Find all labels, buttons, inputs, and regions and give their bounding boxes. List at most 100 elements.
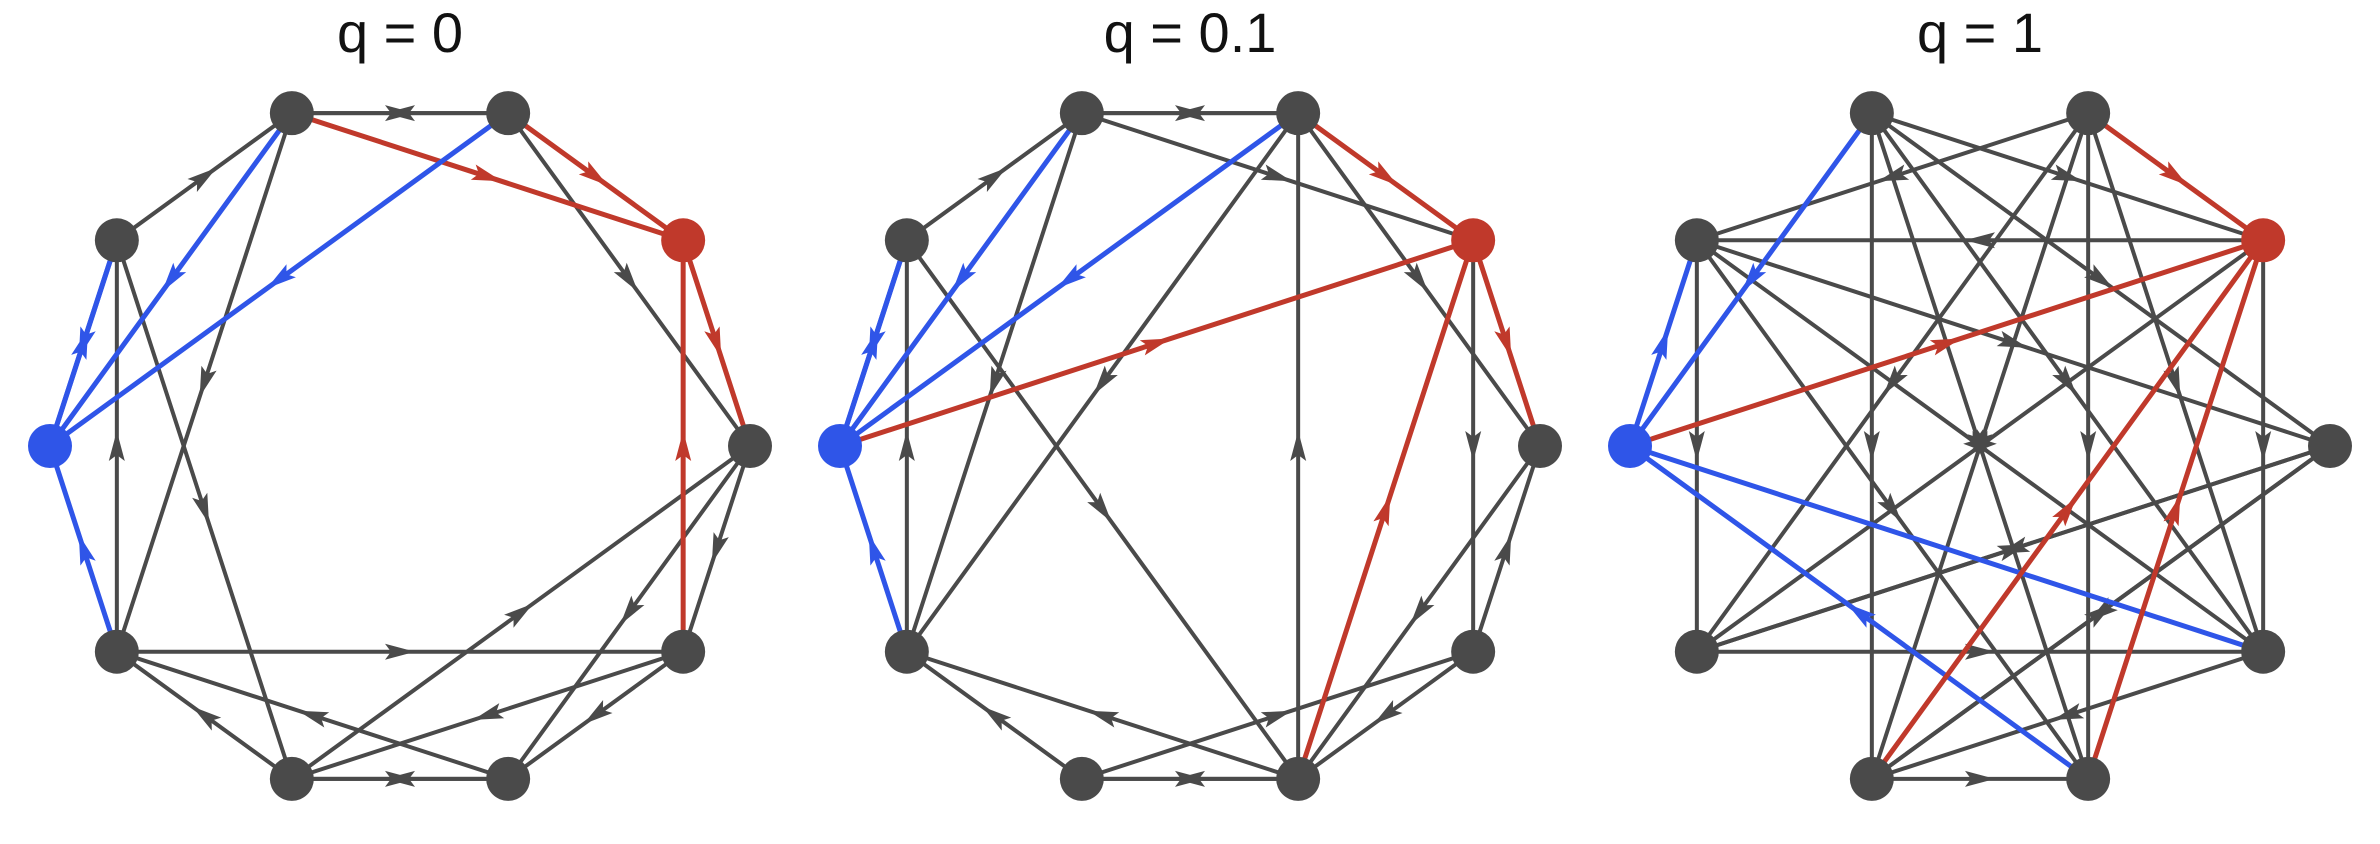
arrowhead-0-to-8 xyxy=(1742,262,1767,292)
arrowhead-5-to-8 xyxy=(1846,603,1876,628)
arrowhead-4-to-5 xyxy=(583,700,613,725)
panel-title: q = 0 xyxy=(337,1,463,64)
node-0 xyxy=(1849,91,1894,136)
edge-8-to-4 xyxy=(1627,443,2266,655)
arrowhead-1-to-2 xyxy=(2158,161,2188,186)
arrowhead-9-to-5 xyxy=(1877,492,1902,522)
node-3 xyxy=(1518,424,1562,468)
node-layer xyxy=(28,91,772,801)
arrowhead-6-to-3 xyxy=(2084,603,2114,628)
node-2 xyxy=(1451,218,1496,263)
arrowhead-0-to-7 xyxy=(199,365,217,397)
arrowhead-4-to-3 xyxy=(1494,534,1512,566)
node-8 xyxy=(1608,424,1652,468)
arrowhead-5-to-2 xyxy=(2163,495,2181,527)
arrowhead-8-to-2 xyxy=(1139,338,1171,356)
arrowhead-6-to-5 xyxy=(1175,770,1205,787)
arrowhead-8-to-9 xyxy=(1651,328,1669,360)
arrowhead-1-to-8 xyxy=(1056,264,1086,289)
arrowhead-1-to-2 xyxy=(578,161,608,186)
arrowhead-4-to-2 xyxy=(675,431,692,461)
arrowhead-1-to-7 xyxy=(1093,365,1118,395)
node-2 xyxy=(2241,218,2286,263)
node-5 xyxy=(2066,756,2111,801)
arrowhead-0-to-2 xyxy=(470,164,502,182)
node-6 xyxy=(1849,756,1894,801)
node-8 xyxy=(28,424,72,468)
arrowhead-6-to-7 xyxy=(982,706,1012,731)
arrowhead-7-to-8 xyxy=(78,534,96,566)
arrowhead-1-to-8 xyxy=(266,264,296,289)
node-layer xyxy=(1608,91,2352,801)
arrowhead-1-to-5 xyxy=(2080,431,2097,461)
node-5 xyxy=(486,756,531,801)
arrowhead-7-to-9 xyxy=(898,431,915,461)
panel-title: q = 0.1 xyxy=(1104,1,1277,64)
node-9 xyxy=(1674,218,1719,263)
arrowhead-6-to-7 xyxy=(192,706,222,731)
node-9 xyxy=(94,218,139,263)
arrowhead-3-to-4 xyxy=(711,532,729,564)
arrowhead-6-to-5 xyxy=(1965,770,1995,787)
node-layer xyxy=(818,91,1562,801)
node-5 xyxy=(1276,756,1321,801)
node-8 xyxy=(818,424,862,468)
arrowhead-3-to-5 xyxy=(620,595,645,625)
node-1 xyxy=(2066,91,2111,136)
arrowhead-7-to-4 xyxy=(385,643,415,660)
arrowhead-2-to-4 xyxy=(1465,431,1482,461)
arrowhead-1-to-0 xyxy=(1175,105,1205,122)
arrowhead-2-to-3 xyxy=(704,326,722,358)
arrowhead-2-to-9 xyxy=(1965,232,1995,249)
arrowhead-8-to-2 xyxy=(1929,338,1961,356)
node-7 xyxy=(884,629,929,674)
arrowhead-2-to-4 xyxy=(2255,431,2272,461)
arrowhead-9-to-0 xyxy=(187,167,217,192)
arrowhead-2-to-7 xyxy=(1967,430,1997,455)
node-7 xyxy=(94,629,139,674)
arrowhead-9-to-3 xyxy=(1996,330,2028,348)
node-1 xyxy=(1276,91,1321,136)
arrowhead-3-to-7 xyxy=(1999,536,2031,554)
arrowhead-7-to-4 xyxy=(1965,643,1995,660)
node-2 xyxy=(661,218,706,263)
arrowhead-0-to-3 xyxy=(2084,264,2114,289)
arrowhead-9-to-8 xyxy=(78,326,96,358)
arrowhead-6-to-4 xyxy=(1260,710,1292,728)
arrowhead-3-to-5 xyxy=(1410,595,1435,625)
node-7 xyxy=(1674,629,1719,674)
arrowhead-6-to-2 xyxy=(2052,497,2077,527)
arrowhead-6-to-5 xyxy=(385,770,415,787)
arrowhead-5-to-7 xyxy=(298,710,330,728)
node-9 xyxy=(884,218,929,263)
arrowhead-9-to-6 xyxy=(192,492,209,524)
arrowhead-0-to-6 xyxy=(1863,431,1880,461)
arrowhead-1-to-9 xyxy=(1878,164,1910,182)
arrowhead-9-to-7 xyxy=(1688,431,1705,461)
arrowhead-9-to-4 xyxy=(1963,430,1993,455)
edge-layer xyxy=(1627,110,2332,787)
edge-layer xyxy=(837,105,1543,787)
panel-q1: q = 1 xyxy=(1608,1,2352,801)
arrowhead-7-to-8 xyxy=(868,534,886,566)
arrowhead-4-to-6 xyxy=(473,703,505,720)
arrowhead-1-to-3 xyxy=(1403,262,1428,292)
arrowhead-4-to-6 xyxy=(2053,703,2085,720)
node-4 xyxy=(2241,629,2286,674)
arrowhead-6-to-3 xyxy=(504,603,534,628)
arrowhead-0-to-4 xyxy=(2052,365,2077,395)
node-6 xyxy=(1059,756,1104,801)
node-0 xyxy=(269,91,314,136)
arrowhead-1-to-3 xyxy=(613,262,638,292)
arrowhead-1-to-2 xyxy=(1368,161,1398,186)
node-4 xyxy=(661,629,706,674)
arrowhead-5-to-2 xyxy=(1373,495,1391,527)
edge-layer xyxy=(47,105,753,787)
arrowhead-5-to-1 xyxy=(1290,431,1307,461)
node-3 xyxy=(2308,424,2352,468)
node-1 xyxy=(486,91,531,136)
arrowhead-0-to-8 xyxy=(952,262,977,292)
arrowhead-2-to-3 xyxy=(1494,326,1512,358)
arrowhead-7-to-9 xyxy=(108,431,125,461)
